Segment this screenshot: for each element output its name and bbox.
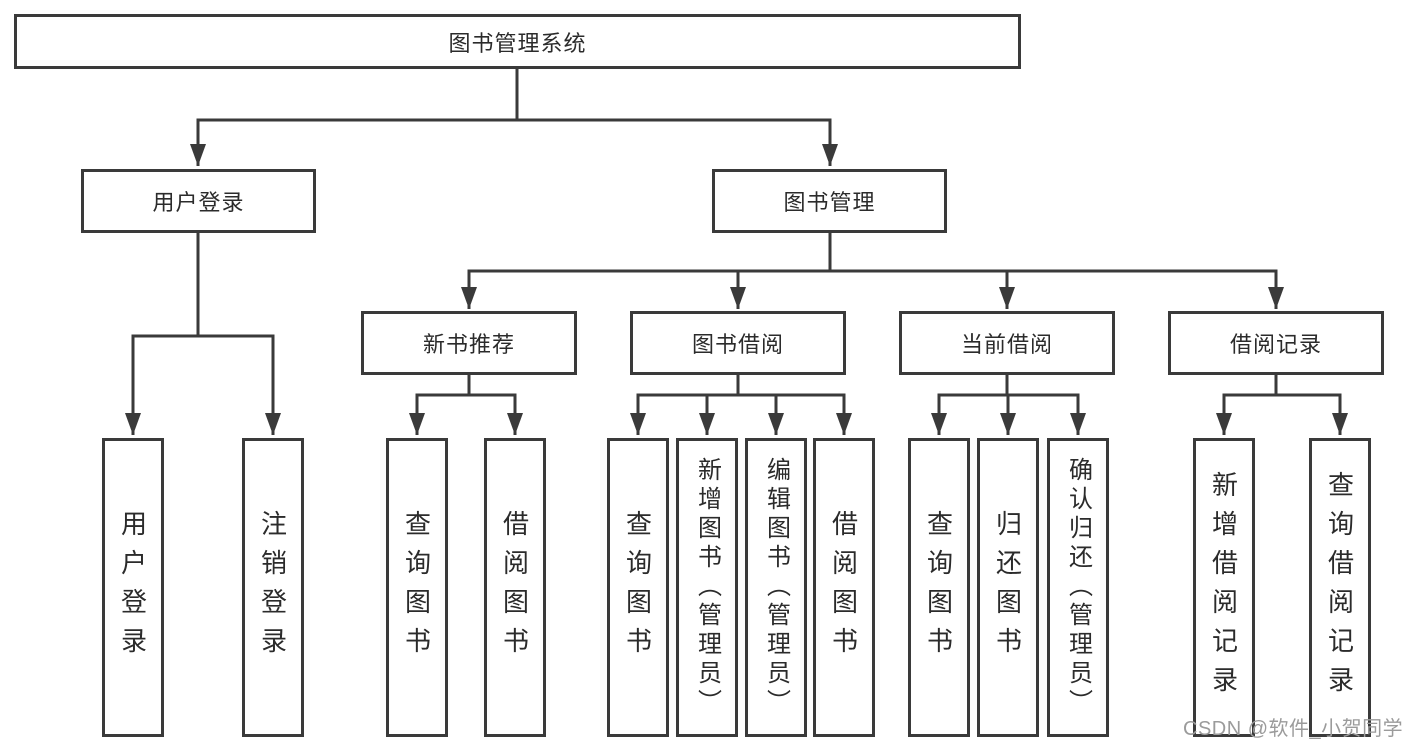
node-label: 图书管理 [783, 190, 876, 215]
node-label: 图书管理系统 [448, 30, 587, 56]
node-book-borrowing: 图书借阅 [630, 311, 846, 375]
node-borrowing-records: 借阅记录 [1168, 311, 1384, 375]
leaf-recommend-borrow-books: 借阅图书 [484, 438, 546, 737]
node-library-management-system: 图书管理系统 [14, 14, 1021, 69]
leaf-return-books: 归还图书 [977, 438, 1039, 737]
node-label: 图书借阅 [691, 332, 784, 357]
leaf-label: 归还图书 [992, 509, 1023, 666]
leaf-label: 新增借阅记录 [1208, 470, 1239, 705]
node-label: 当前借阅 [960, 332, 1053, 357]
leaf-label: 新增图书（管理员） [693, 457, 721, 718]
node-label: 借阅记录 [1229, 332, 1322, 357]
leaf-label: 借阅图书 [828, 509, 859, 666]
node-user-login: 用户登录 [81, 169, 316, 233]
leaf-current-query-books: 查询图书 [908, 438, 970, 737]
csdn-watermark: CSDN @软件_小贺同学 [1183, 718, 1404, 740]
leaf-borrowing-query-books: 查询图书 [607, 438, 669, 737]
leaf-label: 查询图书 [401, 509, 432, 666]
node-label: 新书推荐 [422, 332, 515, 357]
leaf-label: 查询图书 [622, 509, 653, 666]
leaf-user-login: 用户登录 [102, 438, 164, 737]
leaf-label: 用户登录 [117, 509, 148, 666]
leaf-label: 查询借阅记录 [1324, 470, 1355, 705]
leaf-label: 确认归还（管理员） [1064, 457, 1092, 718]
node-book-management: 图书管理 [712, 169, 947, 233]
leaf-logout: 注销登录 [242, 438, 304, 737]
leaf-query-borrow-record: 查询借阅记录 [1309, 438, 1371, 737]
node-label: 用户登录 [152, 190, 245, 215]
node-current-borrowing: 当前借阅 [899, 311, 1115, 375]
node-new-book-recommend: 新书推荐 [361, 311, 577, 375]
leaf-add-books-admin: 新增图书（管理员） [676, 438, 738, 737]
leaf-label: 注销登录 [257, 509, 288, 666]
leaf-edit-books-admin: 编辑图书（管理员） [745, 438, 807, 737]
leaf-label: 查询图书 [923, 509, 954, 666]
leaf-confirm-return-admin: 确认归还（管理员） [1047, 438, 1109, 737]
leaf-add-borrow-record: 新增借阅记录 [1193, 438, 1255, 737]
leaf-borrowing-borrow-books: 借阅图书 [813, 438, 875, 737]
leaf-recommend-query-books: 查询图书 [386, 438, 448, 737]
leaf-label: 借阅图书 [499, 509, 530, 666]
leaf-label: 编辑图书（管理员） [762, 457, 790, 718]
